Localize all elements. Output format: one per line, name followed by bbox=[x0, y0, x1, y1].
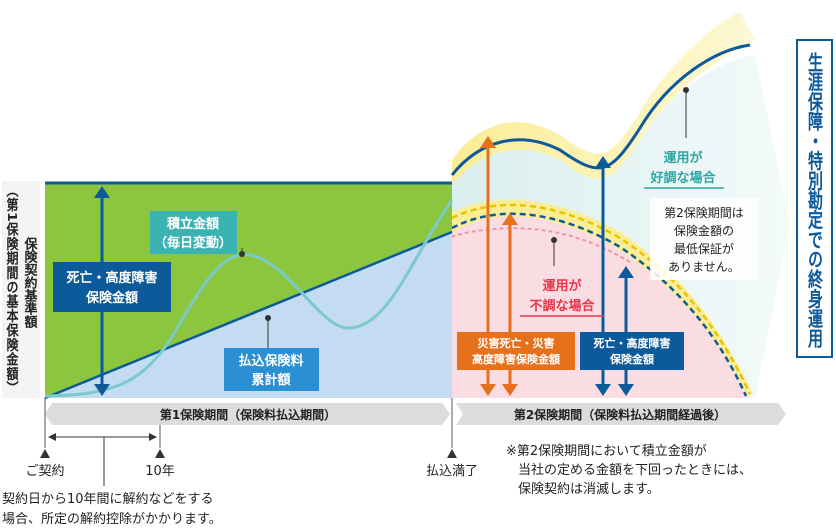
death-benefit-left-line2: 保険金額 bbox=[85, 290, 138, 306]
note-right-line2: 当社の定める金額を下回ったときには、 bbox=[518, 462, 752, 478]
contract-label: ご契約 bbox=[25, 463, 64, 479]
no-guarantee-line2: 保険金額の bbox=[674, 223, 734, 238]
no-guarantee-box bbox=[650, 198, 758, 280]
left-axis-box bbox=[2, 181, 40, 398]
note-left-line1: 契約日から10年間に解約などをする bbox=[2, 492, 214, 507]
period-second-bar bbox=[456, 403, 786, 425]
death-benefit-right-line1: 死亡・高度障害 bbox=[594, 336, 671, 350]
ten-year-bracket bbox=[48, 433, 157, 486]
death-benefit-left-box bbox=[53, 262, 171, 312]
premium-total-line1: 払込保険料 bbox=[238, 353, 303, 369]
paid-up-label: 払込満了 bbox=[426, 464, 478, 479]
accumulated-box bbox=[150, 211, 237, 254]
bad-case-dashed-navy bbox=[451, 212, 748, 397]
ten-years-marker-icon bbox=[155, 449, 165, 458]
ten-years-label: 10年 bbox=[145, 464, 175, 479]
accident-death-box bbox=[457, 332, 575, 370]
leader-dots bbox=[239, 87, 689, 321]
premium-line bbox=[44, 230, 453, 400]
period-first-bar bbox=[45, 403, 450, 425]
note-right-line1: ※第2保険期間において積立金額が bbox=[506, 443, 707, 459]
no-guarantee-line3: 最低保証が bbox=[674, 241, 734, 256]
period-second-label: 第2保険期間（保険料払込期間経過後） bbox=[514, 407, 726, 422]
bad-case-line1: 運用が bbox=[542, 278, 581, 294]
timeline-ticks bbox=[44, 398, 453, 448]
right-banner-label: 生涯保障・特別勘定での終身運用 bbox=[806, 51, 824, 350]
left-axis-label-main: 保険契約基準額 bbox=[22, 236, 39, 329]
premium-total-line2: 累計額 bbox=[251, 372, 290, 388]
bad-case-line2: 不調な場合 bbox=[529, 298, 595, 314]
period-first-label: 第1保険期間（保険料払込期間） bbox=[160, 407, 336, 422]
bad-case-dashed-yellow bbox=[451, 203, 752, 395]
good-case-band bbox=[452, 12, 755, 185]
no-guarantee-line1: 第2保険期間は bbox=[664, 206, 744, 220]
accident-death-line1: 災害死亡・災害 bbox=[477, 336, 555, 350]
good-case-line1: 運用が bbox=[663, 150, 702, 166]
accumulated-curve bbox=[44, 199, 454, 398]
paid-up-marker-icon bbox=[447, 449, 457, 458]
note-left-line2: 場合、所定の解約控除がかかります。 bbox=[2, 512, 222, 527]
premium-total-box bbox=[224, 348, 319, 391]
death-benefit-right-box bbox=[580, 332, 684, 370]
death-benefit-left-line1: 死亡・高度障害 bbox=[66, 270, 157, 286]
accumulated-line2: （毎日変動） bbox=[154, 235, 232, 251]
good-case-line2: 好調な場合 bbox=[649, 170, 716, 186]
left-axis-label-sub: （第1保険期間の基本保険金額） bbox=[5, 183, 19, 395]
accumulated-line1: 積立金額 bbox=[166, 216, 219, 232]
accident-death-line2: 高度障害保険金額 bbox=[472, 352, 560, 366]
note-right-line3: 保険契約は消滅します。 bbox=[518, 482, 660, 497]
no-guarantee-line4: ありません。 bbox=[668, 260, 740, 274]
contract-marker-icon bbox=[40, 449, 50, 458]
right-banner-box bbox=[796, 39, 833, 358]
death-benefit-right-line2: 保険金額 bbox=[609, 352, 654, 366]
